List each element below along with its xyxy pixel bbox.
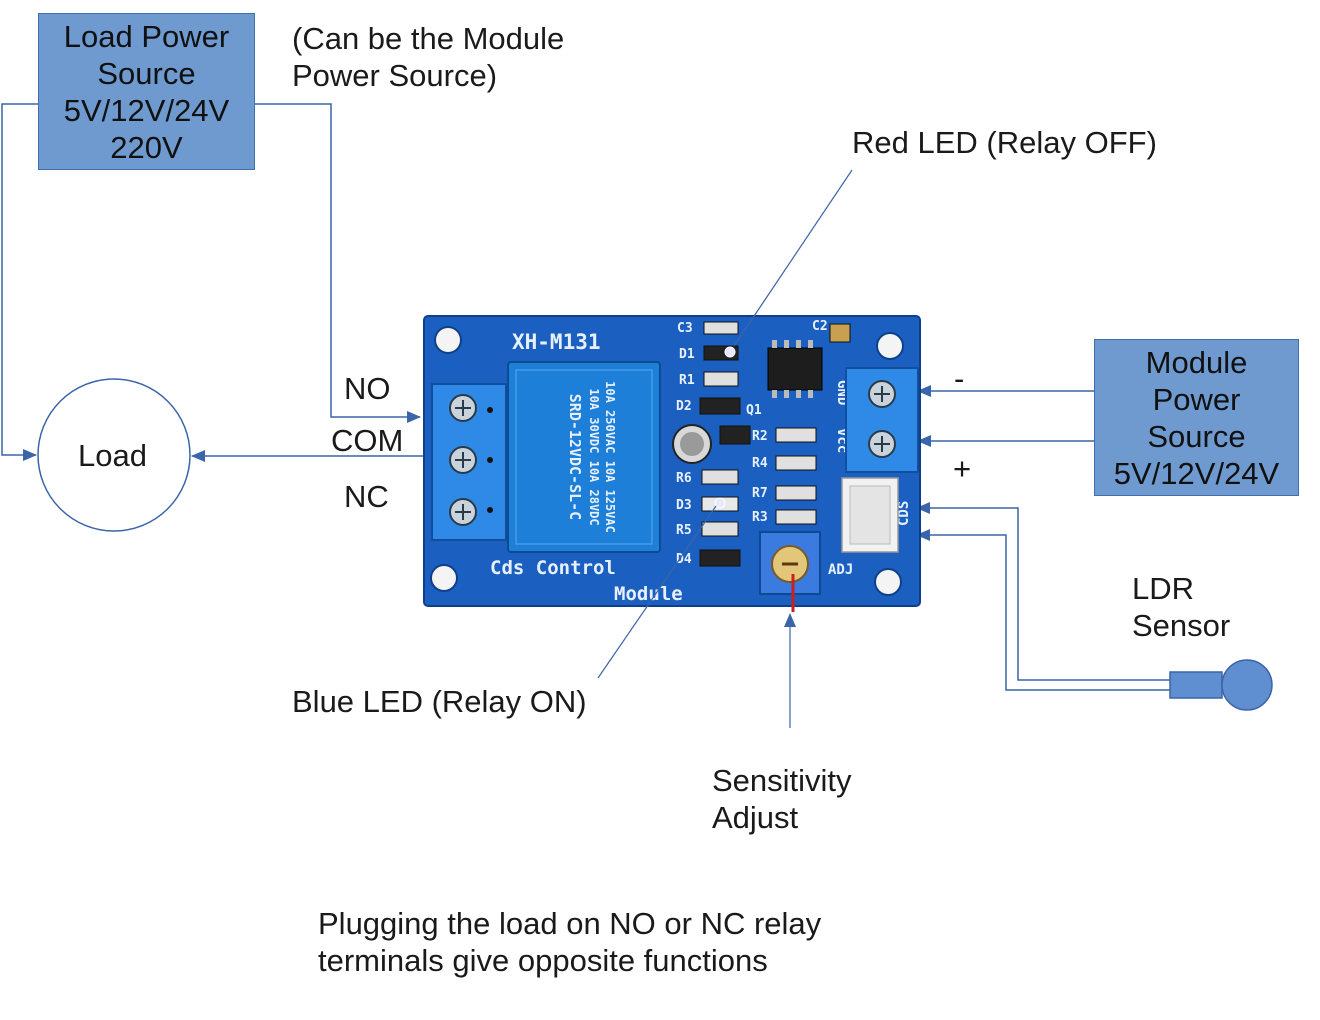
footer-line: Plugging the load on NO or NC relay (318, 906, 822, 941)
board-title-line: Cds Control (490, 557, 616, 579)
module-power-source-line: Power (1152, 381, 1241, 417)
mount-hole (434, 326, 462, 354)
label-c3: C3 (677, 321, 693, 336)
sensitivity-line: Sensitivity (712, 763, 852, 798)
terminal-label-com: COM (331, 423, 404, 458)
terminal-label-no: NO (344, 371, 391, 406)
module-power-source-line: Module (1145, 344, 1248, 380)
blue-led-callout: Blue LED (Relay ON) (292, 684, 587, 719)
wire-source-to-no (255, 103, 421, 423)
load-power-source-line: Load Power (63, 18, 230, 54)
module-power-source-line: Source (1147, 418, 1246, 454)
callout-lines (597, 169, 853, 728)
ldr-callout: LDR Sensor (1132, 570, 1230, 644)
label-r1: R1 (679, 373, 695, 388)
load-power-note-line: Power Source) (292, 58, 498, 93)
component-labels: C3 D1 R1 D2 Q1 C2 R2 R4 R6 D3 R5 D4 R7 R… (676, 319, 828, 567)
ic-chip (767, 347, 823, 391)
mount-hole (876, 332, 904, 360)
label-r7: R7 (752, 486, 768, 501)
relay-text: SRD-12VDC-SL-C (566, 394, 584, 520)
load-power-note: (Can be the Module Power Source) (292, 20, 564, 94)
ldr-line: LDR (1132, 571, 1195, 606)
red-led (724, 346, 736, 358)
label-d4: D4 (676, 552, 692, 567)
board-title-line: Module (614, 583, 683, 605)
sensitivity-line: Adjust (712, 800, 799, 835)
footer-note: Plugging the load on NO or NC relay term… (318, 905, 821, 979)
wire-source-to-load (1, 103, 38, 461)
load-power-source-line: Source (97, 55, 196, 91)
label-r2: R2 (752, 429, 768, 444)
module-power-wires (917, 385, 1094, 447)
load-power-note-line: (Can be the Module (292, 21, 565, 56)
blue-led-leader (597, 505, 717, 679)
label-c2: C2 (812, 319, 828, 334)
board-model: XH-M131 (512, 330, 601, 354)
footer-line: terminals give opposite functions (318, 943, 768, 978)
label-adj: ADJ (828, 562, 853, 578)
label-d2: D2 (676, 399, 692, 414)
plus-label: + (953, 451, 972, 486)
red-led-leader (733, 169, 853, 347)
ldr-body (1169, 671, 1223, 699)
label-q1: Q1 (746, 403, 762, 418)
ldr-line: Sensor (1132, 608, 1231, 643)
label-d3: D3 (676, 498, 692, 513)
relay-terminal-screws (449, 394, 477, 526)
mount-hole (430, 564, 458, 592)
relay-text: 10A 30VDC 10A 28VDC (587, 388, 601, 525)
label-r6: R6 (676, 471, 692, 486)
load-label: Load (78, 438, 147, 473)
sensitivity-callout: Sensitivity Adjust (712, 762, 852, 836)
relay-module-board: 10A 250VAC 10A 125VAC 10A 30VDC 10A 28VD… (423, 315, 921, 612)
label-r5: R5 (676, 523, 692, 538)
red-led-callout: Red LED (Relay OFF) (852, 125, 1157, 160)
ldr-wires (916, 502, 1172, 691)
load-power-source-line: 5V/12V/24V (63, 92, 230, 128)
label-d1: D1 (679, 347, 695, 362)
blue-led (714, 497, 726, 509)
wire-ldr-outer (916, 502, 1172, 681)
module-power-source-line: 5V/12V/24V (1113, 455, 1280, 491)
label-cds: CDS (896, 501, 912, 526)
label-r4: R4 (752, 456, 768, 471)
terminal-label-nc: NC (344, 479, 389, 514)
load-power-wires (1, 103, 424, 462)
relay-text: 10A 250VAC 10A 125VAC (603, 381, 617, 533)
wire-ldr-inner (916, 529, 1172, 691)
minus-label: - (954, 361, 965, 396)
load-power-source-line: 220V (110, 129, 183, 165)
ldr-head (1221, 659, 1273, 711)
mount-hole (874, 568, 902, 596)
ldr-sensor (1169, 659, 1273, 711)
relay (507, 361, 661, 553)
load-circle (37, 378, 191, 532)
load-power-source-box: Load Power Source 5V/12V/24V 220V (38, 13, 255, 170)
module-power-source-box: Module Power Source 5V/12V/24V (1094, 339, 1299, 496)
label-r3: R3 (752, 510, 768, 525)
